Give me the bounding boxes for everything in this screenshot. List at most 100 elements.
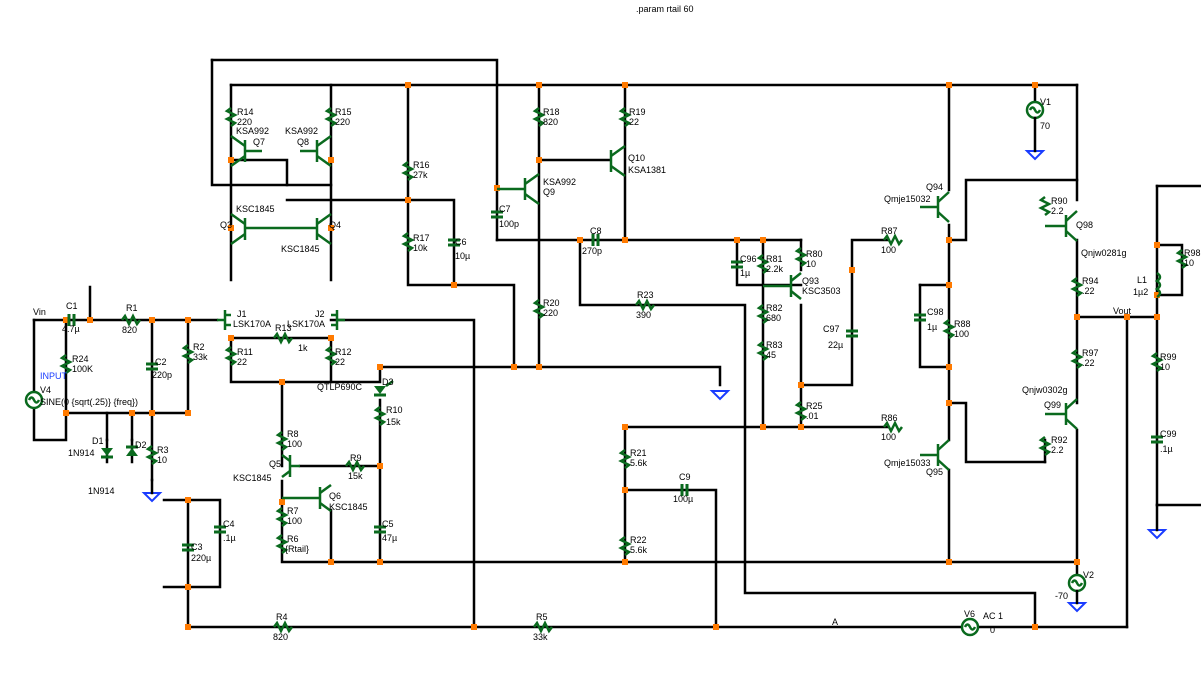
resistor-r6: [275, 534, 289, 554]
resistor-r14: [224, 107, 238, 127]
component-label: R9: [350, 453, 362, 463]
component-label: Q4: [329, 220, 341, 230]
resistor-r99: [1150, 352, 1164, 372]
transistor-q5: [281, 454, 300, 478]
resistor-r80: [794, 247, 808, 267]
component-label: R7: [287, 506, 299, 516]
jfet-j1: [217, 310, 231, 330]
component-label: 1µ: [927, 322, 937, 332]
component-label: 100p: [499, 219, 519, 229]
component-label: R88: [954, 319, 971, 329]
resistor-r15: [324, 107, 338, 127]
component-label: 1µ: [740, 268, 750, 278]
resistor-r17: [401, 232, 415, 252]
ground-symbol: [709, 390, 731, 401]
component-label: 4.7µ: [62, 324, 80, 334]
component-label: C3: [191, 542, 203, 552]
resistor-r22: [618, 536, 632, 556]
component-label: 0: [990, 625, 995, 635]
component-label: 270p: [582, 246, 602, 256]
resistor-r3: [145, 445, 159, 465]
component-label: {Rtail}: [285, 544, 309, 554]
component-label: 1k: [298, 343, 308, 353]
component-label: 33k: [533, 632, 548, 642]
component-label: 10: [157, 455, 167, 465]
component-label: 220: [237, 117, 252, 127]
component-label: 33k: [193, 352, 208, 362]
component-label: R19: [629, 107, 646, 117]
component-label: 5.6k: [630, 458, 648, 468]
component-label: 220p: [152, 370, 172, 380]
sources: [24, 100, 1087, 637]
resistor-r13: [273, 331, 293, 345]
resistor-r94: [1070, 277, 1084, 297]
capacitor-c99: [1151, 435, 1163, 444]
component-label: C1: [66, 301, 78, 311]
resistor-r19: [618, 107, 632, 127]
component-label: R94: [1082, 276, 1099, 286]
component-label: 27k: [413, 170, 428, 180]
component-label: 22: [335, 357, 345, 367]
component-label: .22: [1082, 286, 1095, 296]
component-label: Qmje15032: [884, 194, 931, 204]
component-label: KSC1845: [236, 204, 275, 214]
component-label: R21: [630, 448, 647, 458]
resistor-r12: [324, 346, 338, 366]
component-label: Qnjw0281g: [1081, 248, 1127, 258]
component-label: D1: [92, 436, 104, 446]
component-label: .1µ: [223, 533, 236, 543]
component-label: V1: [1040, 97, 1051, 107]
transistor-q10: [609, 144, 626, 178]
component-label: R87: [881, 226, 898, 236]
resistor-r90: [1038, 196, 1052, 216]
component-label: 10: [1184, 258, 1194, 268]
component-label: 220: [543, 308, 558, 318]
component-label: Q94: [926, 182, 943, 192]
component-label: 10µ: [455, 251, 470, 261]
component-label: Q98: [1076, 220, 1093, 230]
component-label: C8: [590, 226, 602, 236]
component-label: Q7: [253, 137, 265, 147]
component-label: 100: [881, 245, 896, 255]
component-label: C5: [382, 519, 394, 529]
capacitors: [67, 210, 1163, 552]
component-label: 100: [881, 432, 896, 442]
component-label: 2.2: [1051, 445, 1064, 455]
resistor-r83: [756, 341, 770, 361]
component-label: KSC1845: [233, 473, 272, 483]
component-label: 680: [766, 313, 781, 323]
component-label: R81: [766, 254, 783, 264]
component-label: 10k: [413, 243, 428, 253]
grounds: [141, 116, 1168, 613]
capacitor-c3: [182, 543, 194, 552]
net-label-input: INPUT: [40, 371, 68, 381]
component-label: R14: [237, 107, 254, 117]
component-label: C96: [740, 254, 757, 264]
component-label: R22: [630, 535, 647, 545]
capacitor-c9: [680, 484, 689, 496]
component-label: R16: [413, 160, 430, 170]
component-label: R99: [1160, 352, 1177, 362]
component-label: 100µ: [673, 494, 693, 504]
resistor-r8: [275, 431, 289, 451]
component-label: R1: [126, 303, 138, 313]
transistor-q8: [300, 134, 332, 168]
capacitor-c96: [731, 260, 743, 269]
component-label: Q10: [628, 153, 645, 163]
component-label: SINE(0 {sqrt(.25)} {freq}): [40, 397, 138, 407]
diode-d1: [101, 448, 113, 459]
component-label: LSK170A: [287, 319, 325, 329]
component-label: D3: [382, 377, 394, 387]
component-label: 220: [335, 117, 350, 127]
diodes: [101, 379, 394, 459]
voltage-source-v6: [960, 617, 980, 637]
component-label: Q99: [1044, 400, 1061, 410]
component-label: KSA992: [236, 126, 269, 136]
capacitor-c98: [914, 313, 926, 322]
resistor-r10: [373, 406, 387, 426]
jfet-j2: [331, 310, 345, 330]
net-label-a: A: [832, 617, 838, 627]
component-label: R2: [193, 342, 205, 352]
component-label: R92: [1051, 435, 1068, 445]
